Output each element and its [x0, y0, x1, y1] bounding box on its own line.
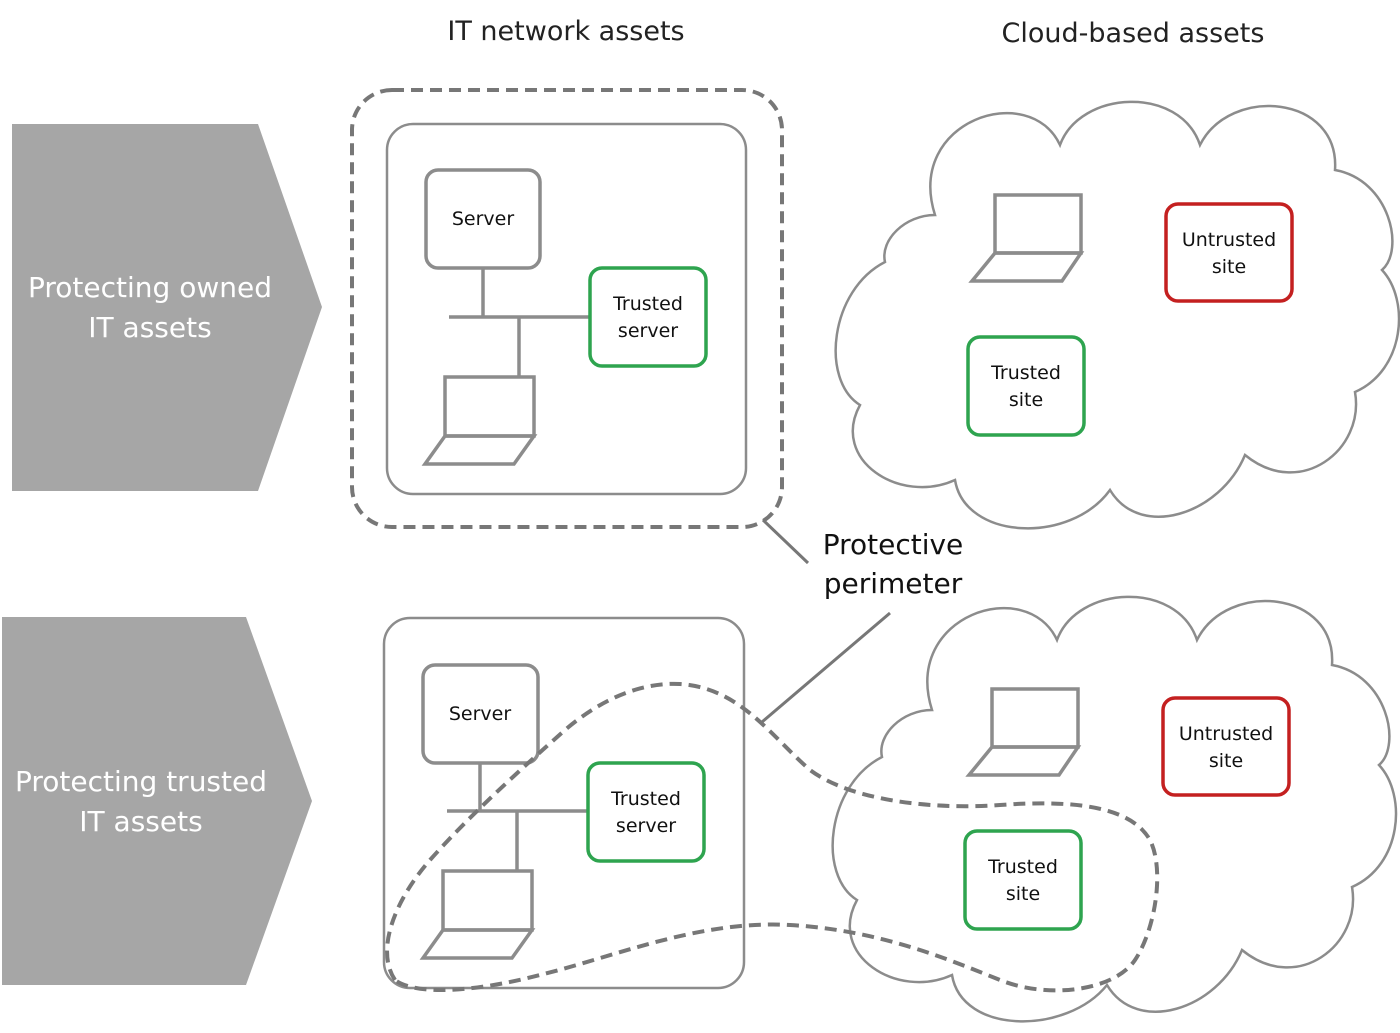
server-label: Server	[452, 208, 514, 230]
chevron-arrow-icon	[12, 124, 322, 491]
untrusted-site-label-line2: site	[1209, 750, 1243, 772]
perimeter-leader-top	[761, 518, 810, 565]
untrusted-site-label-line1: Untrusted	[1179, 723, 1273, 745]
trusted-site-box-trusted: Trusted site	[963, 829, 1083, 931]
trusted-server-box-trusted: Trusted server	[586, 761, 706, 863]
network-links-trusted	[447, 763, 588, 871]
cloud-icon	[831, 595, 1398, 1023]
row-label-owned-line1: Protecting owned	[28, 271, 272, 304]
row-arrow-trusted: Protecting trusted IT assets	[2, 617, 312, 985]
protective-perimeter-callout: Protective perimeter	[761, 518, 964, 724]
laptop-icon	[421, 375, 538, 466]
untrusted-site-box-owned: Untrusted site	[1164, 202, 1294, 303]
header-it-network: IT network assets	[447, 16, 684, 47]
untrusted-site-label-line2: site	[1212, 256, 1246, 278]
server-label: Server	[449, 703, 511, 725]
protective-perimeter-trusted	[385, 681, 1160, 993]
trusted-server-label-line2: server	[616, 815, 676, 837]
it-network-box-trusted	[382, 616, 746, 990]
trusted-site-label-line2: site	[1006, 883, 1040, 905]
perimeter-leader-bottom	[761, 611, 891, 724]
trusted-site-label-line1: Trusted	[990, 362, 1061, 384]
server-box-trusted: Server	[421, 663, 540, 765]
trusted-site-box-owned: Trusted site	[966, 335, 1086, 437]
untrusted-site-label-line1: Untrusted	[1182, 229, 1276, 251]
laptop-icon	[968, 193, 1085, 283]
untrusted-site-box-trusted: Untrusted site	[1161, 696, 1291, 797]
cloud-icon	[834, 100, 1400, 530]
it-network-box-owned	[385, 122, 748, 496]
chevron-arrow-icon	[2, 617, 312, 985]
row-arrow-owned: Protecting owned IT assets	[12, 124, 322, 491]
row-label-trusted-line1: Protecting trusted	[15, 765, 267, 798]
trusted-site-label-line2: site	[1009, 389, 1043, 411]
laptop-icon	[965, 687, 1082, 777]
trusted-site-label-line1: Trusted	[987, 856, 1058, 878]
trusted-server-box-owned: Trusted server	[588, 266, 708, 368]
header-cloud: Cloud-based assets	[1002, 18, 1265, 49]
row-label-owned-line2: IT assets	[88, 311, 211, 344]
laptop-icon	[419, 869, 536, 960]
row-label-trusted-line2: IT assets	[79, 805, 202, 838]
trusted-server-label-line1: Trusted	[612, 293, 683, 315]
perimeter-label-line1: Protective	[823, 528, 964, 561]
server-box-owned: Server	[424, 168, 542, 270]
perimeter-label-line2: perimeter	[824, 567, 963, 600]
trusted-server-label-line2: server	[618, 320, 678, 342]
protective-perimeter-owned	[350, 88, 784, 529]
trusted-server-label-line1: Trusted	[610, 788, 681, 810]
network-links-owned	[449, 268, 590, 377]
